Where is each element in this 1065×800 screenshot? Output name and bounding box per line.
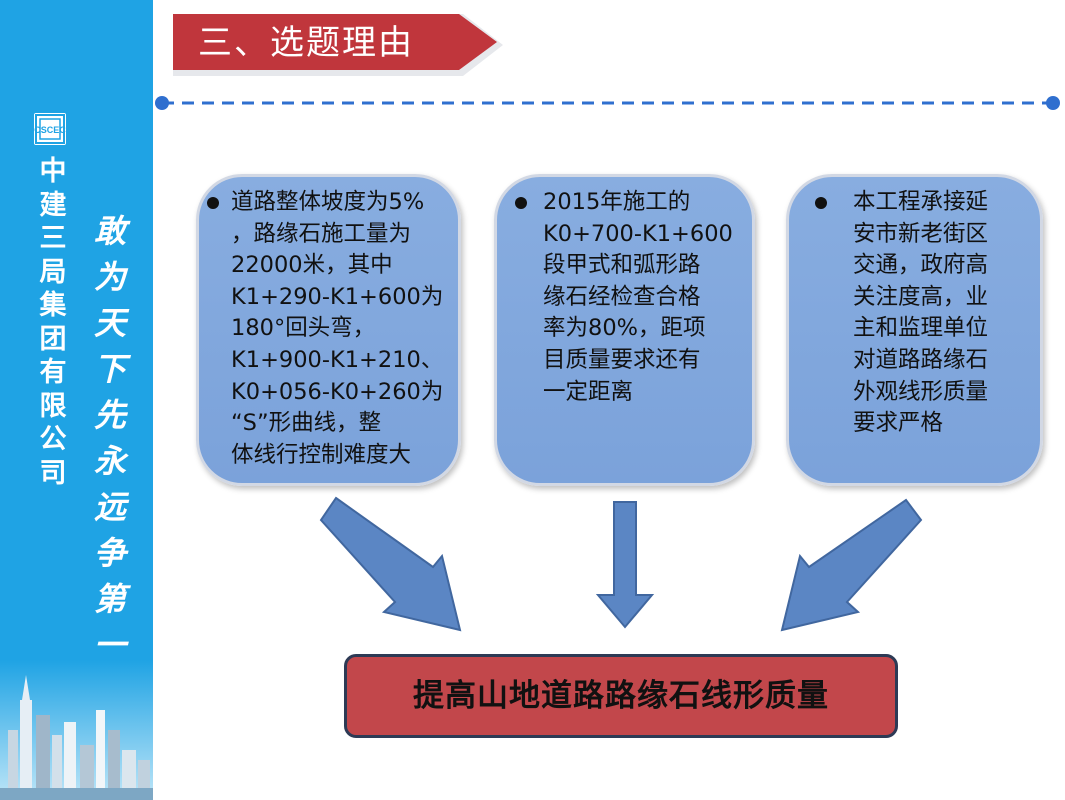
bullet-icon (207, 197, 219, 209)
arrow-down-right-icon (319, 496, 462, 632)
svg-text:CSCEC: CSCEC (34, 125, 66, 135)
bullet-icon (515, 197, 527, 209)
reason-box-2: 2015年施工的 K0+700-K1+600 段甲式和弧形路 缘石经检查合格 率… (494, 174, 755, 486)
slide-title: 三、选题理由 (198, 23, 414, 63)
dashed-divider (155, 96, 1060, 110)
arrow-down-left-icon (780, 498, 923, 632)
conclusion-box: 提高山地道路路缘石线形质量 (344, 654, 898, 738)
arrow-down-icon (595, 501, 655, 629)
reason-text-1: 道路整体坡度为5% ，路缘石施工量为 22000米，其中 K1+290-K1+6… (231, 189, 444, 468)
sidebar: CSCEC 中建三局集团有限公司 敢为天下先永远争第一 (0, 0, 153, 800)
reason-text-2: 2015年施工的 K0+700-K1+600 段甲式和弧形路 缘石经检查合格 率… (543, 189, 733, 405)
city-skyline-image (0, 660, 153, 800)
cscec-logo-icon: CSCEC (34, 113, 66, 145)
company-motto: 敢为天下先永远争第一 (93, 212, 126, 664)
reason-text-3: 本工程承接延 安市新老街区 交通，政府高 关注度高，业 主和监理单位 对道路路缘… (853, 189, 989, 437)
company-name: 中建三局集团有限公司 (39, 156, 67, 489)
title-banner (173, 14, 503, 76)
reason-box-1: 道路整体坡度为5% ，路缘石施工量为 22000米，其中 K1+290-K1+6… (196, 174, 461, 486)
reason-box-3: 本工程承接延 安市新老街区 交通，政府高 关注度高，业 主和监理单位 对道路路缘… (786, 174, 1043, 486)
bullet-icon (815, 197, 827, 209)
